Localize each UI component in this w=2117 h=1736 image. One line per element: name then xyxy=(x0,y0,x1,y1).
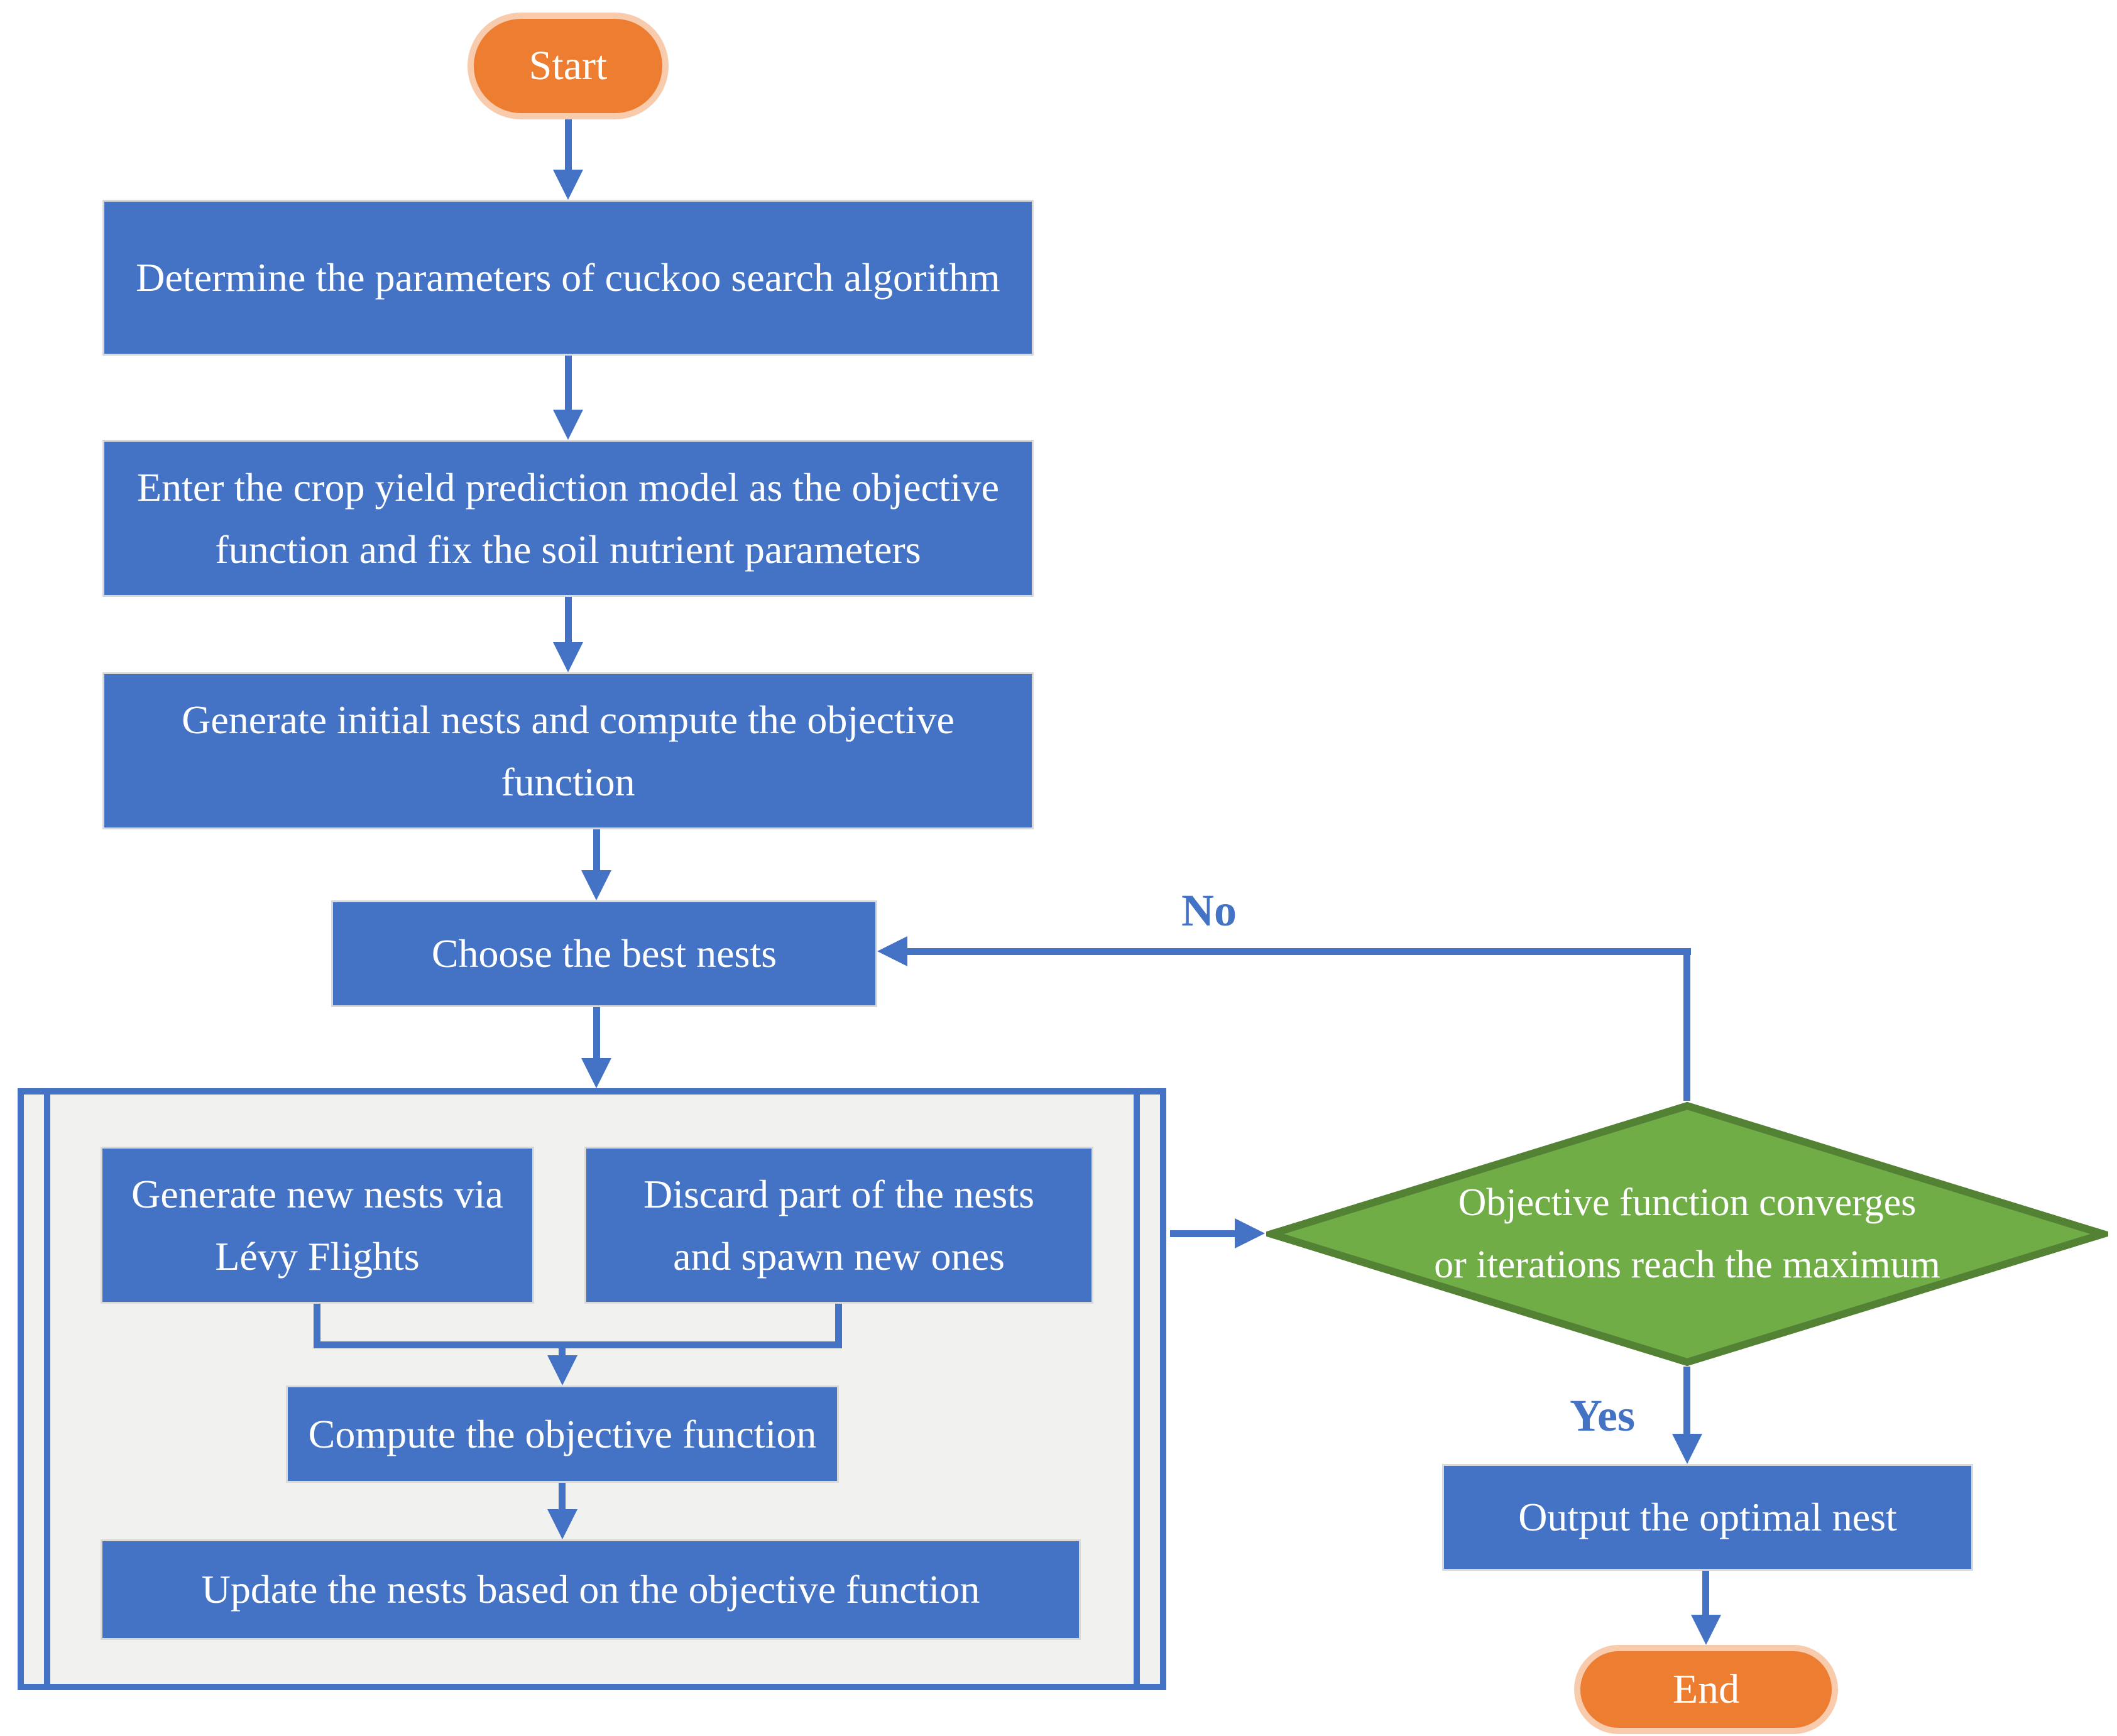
edge-output-end-line xyxy=(1702,1571,1709,1617)
edge-yes-line xyxy=(1683,1367,1690,1436)
determine-parameters-node: Determine the parameters of cuckoo searc… xyxy=(102,200,1034,356)
enter-model-label: Enter the crop yield prediction model as… xyxy=(137,464,999,572)
compute-objective-label: Compute the objective function xyxy=(308,1411,817,1456)
generate-new-nests-node: Generate new nests via Lévy Flights xyxy=(101,1147,534,1304)
choose-best-nests-label: Choose the best nests xyxy=(431,931,777,976)
group-left-bar xyxy=(44,1095,50,1684)
yes-edge-label: Yes xyxy=(1570,1390,1635,1441)
end-label: End xyxy=(1672,1666,1740,1712)
edge-yes-arrowhead xyxy=(1672,1434,1702,1464)
edge-no-vertical-line xyxy=(1683,948,1690,1101)
start-label: Start xyxy=(528,43,608,89)
edge-generate-choose-arrowhead xyxy=(581,870,611,900)
generate-initial-nests-label: Generate initial nests and compute the o… xyxy=(182,697,955,804)
compute-objective-node: Compute the objective function xyxy=(286,1385,839,1483)
edge-no-arrowhead xyxy=(877,936,907,966)
output-optimal-nest-label: Output the optimal nest xyxy=(1518,1495,1897,1540)
convergence-decision-label: Objective function converges or iteratio… xyxy=(1434,1181,1940,1286)
edge-join-compute-line xyxy=(559,1341,566,1358)
decision-diamond-shape xyxy=(1266,1101,2108,1367)
edge-start-determine-line xyxy=(565,119,572,171)
discard-nests-node: Discard part of the nests and spawn new … xyxy=(584,1147,1093,1304)
edge-determine-enter-arrowhead xyxy=(553,410,583,440)
edge-choose-group-arrowhead xyxy=(581,1058,611,1088)
edge-compute-update-arrowhead xyxy=(547,1509,577,1539)
edge-enter-generate-line xyxy=(565,597,572,643)
discard-nests-label: Discard part of the nests and spawn new … xyxy=(643,1171,1035,1279)
edge-determine-enter-line xyxy=(565,356,572,411)
edge-compute-update-line xyxy=(559,1483,566,1511)
edge-generate-new-join-line xyxy=(314,1304,320,1348)
choose-best-nests-node: Choose the best nests xyxy=(331,900,877,1007)
edge-discard-join-line xyxy=(835,1304,842,1348)
end-node: End xyxy=(1574,1645,1838,1734)
edge-no-horizontal-line xyxy=(907,948,1691,955)
generate-new-nests-label: Generate new nests via Lévy Flights xyxy=(131,1171,503,1279)
edge-join-horizontal-line xyxy=(314,1341,842,1348)
edge-output-end-arrowhead xyxy=(1691,1615,1721,1645)
determine-parameters-label: Determine the parameters of cuckoo searc… xyxy=(136,255,1000,300)
edge-generate-choose-line xyxy=(593,829,600,871)
edge-group-decision-arrowhead xyxy=(1235,1218,1265,1248)
update-nests-node: Update the nests based on the objective … xyxy=(101,1539,1081,1640)
edge-enter-generate-arrowhead xyxy=(553,642,583,672)
group-right-bar xyxy=(1134,1095,1140,1684)
update-nests-label: Update the nests based on the objective … xyxy=(201,1567,980,1612)
no-edge-label: No xyxy=(1181,885,1237,936)
convergence-decision-node: Objective function converges or iteratio… xyxy=(1266,1101,2108,1367)
enter-model-node: Enter the crop yield prediction model as… xyxy=(102,440,1034,597)
edge-join-compute-arrowhead xyxy=(547,1355,577,1385)
start-node: Start xyxy=(468,13,669,119)
output-optimal-nest-node: Output the optimal nest xyxy=(1442,1464,1973,1571)
edge-start-determine-arrowhead xyxy=(553,170,583,200)
edge-choose-group-line xyxy=(593,1007,600,1059)
edge-group-decision-line xyxy=(1170,1230,1236,1237)
generate-initial-nests-node: Generate initial nests and compute the o… xyxy=(102,672,1034,829)
